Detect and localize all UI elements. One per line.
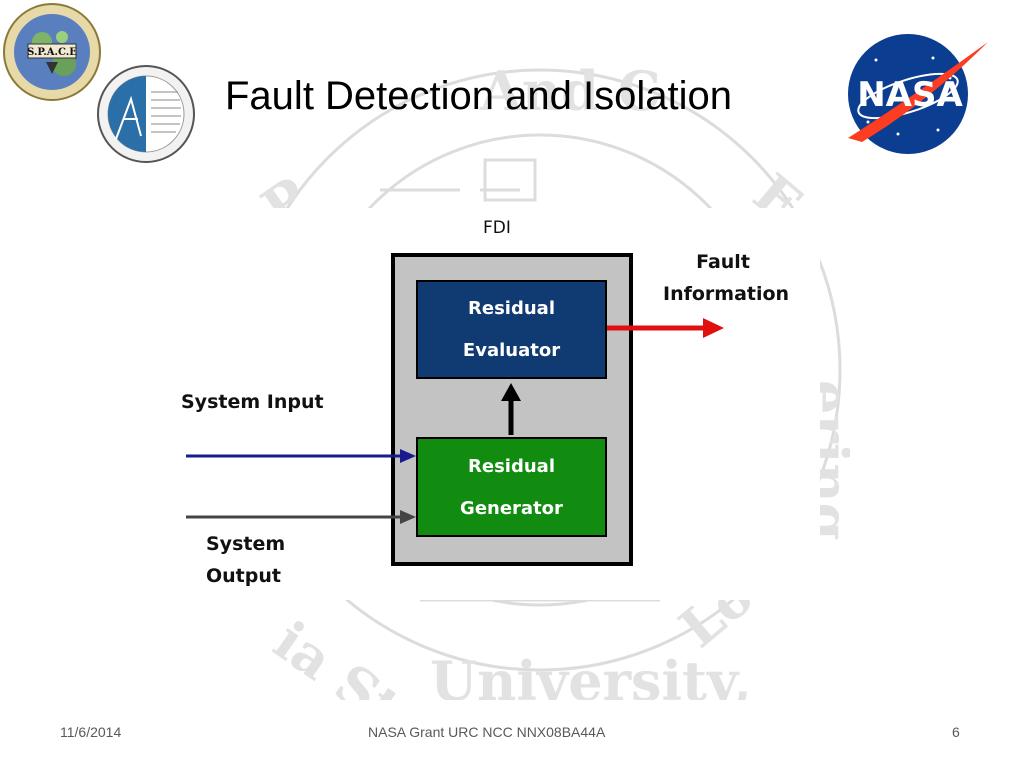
fault-line1: Fault (696, 251, 750, 273)
generator-line2: Generator (460, 497, 563, 519)
system-input-arrowhead (400, 449, 416, 463)
generator-line1: Residual (468, 455, 555, 477)
system-input-label: System Input (181, 391, 324, 413)
svg-text:University,: University, (430, 649, 752, 700)
space-logo-text: S.P.A.C.E (27, 47, 77, 58)
footer-grant: NASA Grant URC NCC NNX08BA44A (368, 724, 606, 740)
evaluator-line1: Residual (468, 298, 555, 320)
fdi-label: FDI (483, 218, 511, 238)
fault-information-arrowhead (703, 318, 724, 338)
evaluator-line2: Evaluator (462, 339, 561, 361)
system-output-arrowhead (400, 510, 416, 524)
fault-line2: Information (663, 283, 790, 305)
nasa-logo-text: NASA (857, 75, 963, 115)
system-output-line2: Output (206, 565, 281, 587)
fault-information-label: Fault Information (663, 246, 790, 310)
nasa-meatball-logo: NASA (848, 34, 988, 154)
space-lab-logo: S.P.A.C.E (3, 3, 101, 101)
department-seal-logo (97, 65, 195, 163)
footer-date: 11/6/2014 (60, 724, 122, 740)
page-number: 6 (952, 724, 960, 740)
svg-text:And C: And C (479, 59, 661, 123)
slide-title: Fault Detection and Isolation (225, 74, 732, 118)
system-output-label: System Output (206, 528, 285, 592)
residual-evaluator-block: Residual Evaluator (416, 280, 607, 379)
system-output-line1: System (206, 533, 286, 555)
residual-generator-block: Residual Generator (416, 437, 607, 537)
generator-to-evaluator-arrowhead (501, 383, 521, 401)
